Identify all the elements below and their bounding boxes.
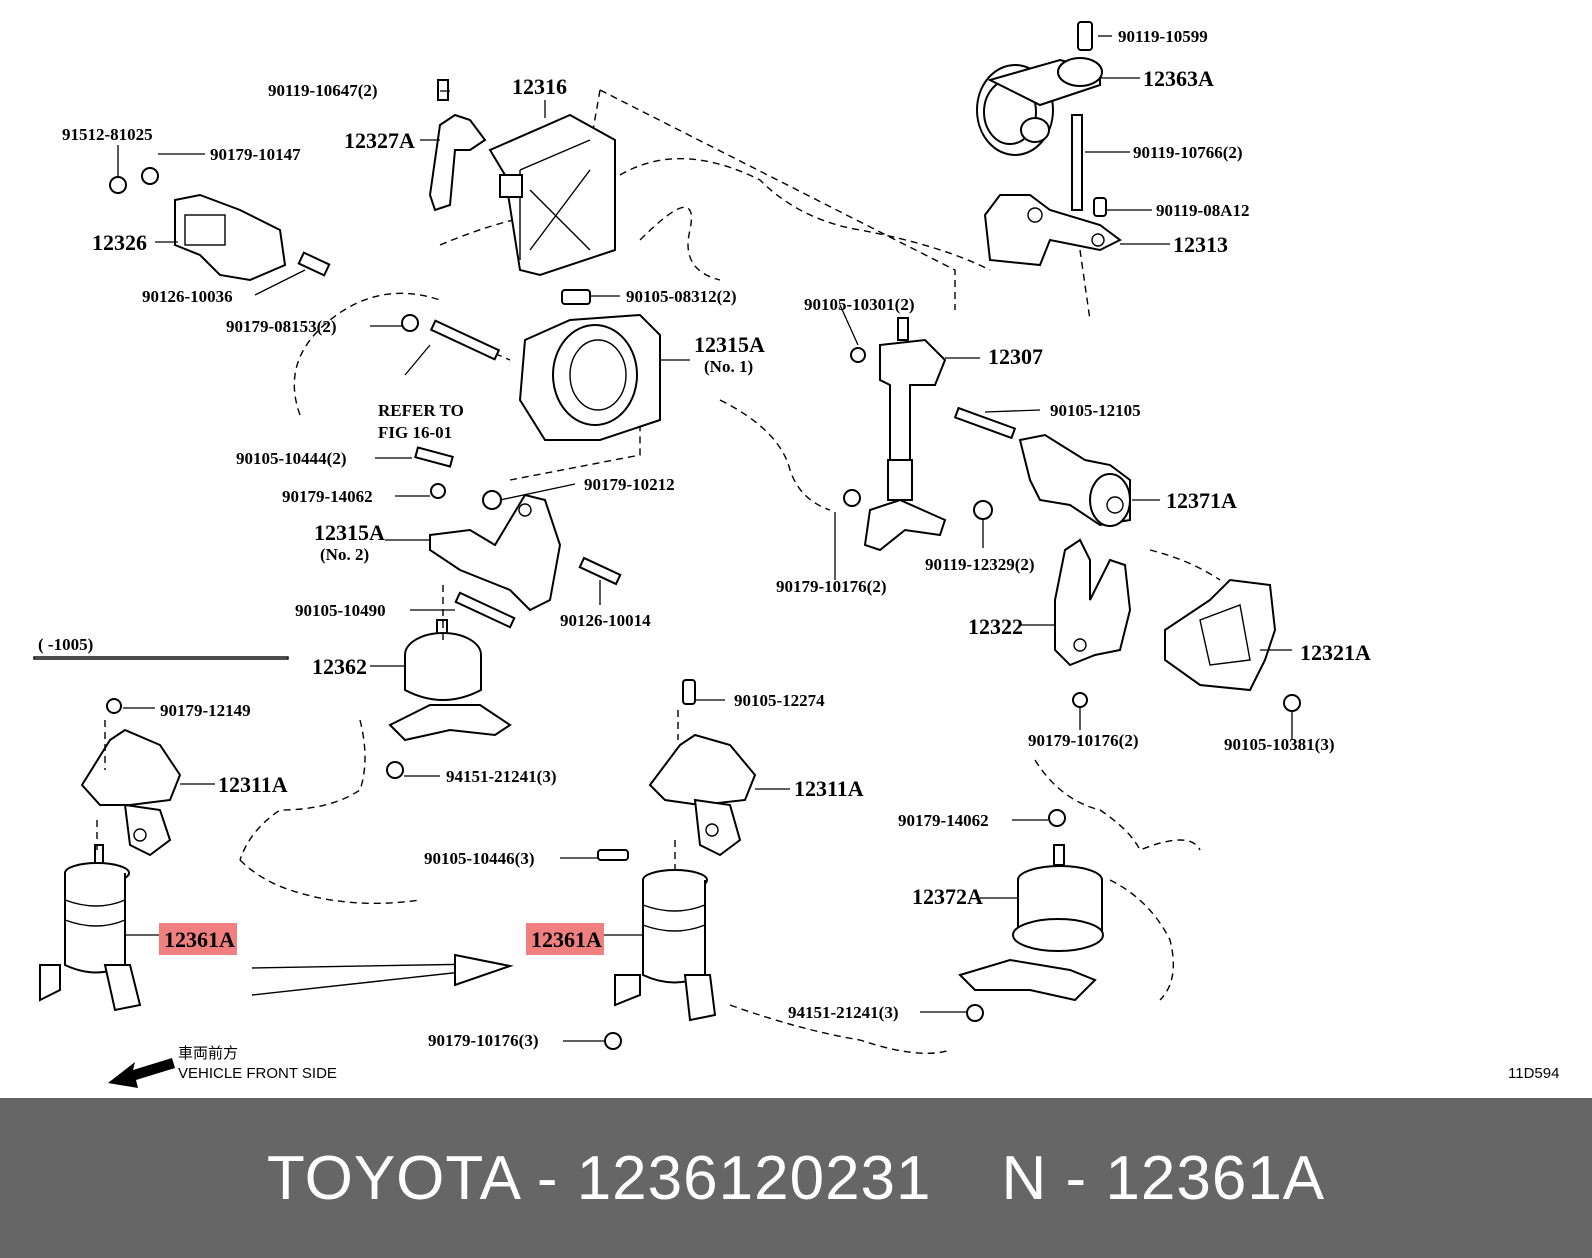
part-12311A-center xyxy=(597,679,757,861)
label-12363A: 12363A xyxy=(1143,66,1214,91)
label-12326: 12326 xyxy=(92,230,147,255)
label-vehicle-front-jp: 車両前方 xyxy=(178,1045,238,1062)
label-fig-16-01: FIG 16-01 xyxy=(378,423,452,442)
label-90119-10599: 90119-10599 xyxy=(1118,27,1208,46)
label-90119-10647: 90119-10647(2) xyxy=(268,81,378,100)
vehicle-front-arrow-icon xyxy=(108,1058,175,1088)
label-12311A-center: 12311A xyxy=(794,776,864,801)
label-12362: 12362 xyxy=(312,654,367,679)
label-12371A: 12371A xyxy=(1166,488,1237,513)
label-vehicle-front-en: VEHICLE FRONT SIDE xyxy=(178,1065,337,1082)
label-figure-code: 11D594 xyxy=(1508,1065,1559,1082)
label-90179-10176-c: 90179-10176(3) xyxy=(428,1031,538,1050)
label-12361A-center: 12361A xyxy=(531,927,602,952)
part-12327A xyxy=(428,79,487,212)
label-12322: 12322 xyxy=(968,614,1023,639)
label-90119-12329: 90119-12329(2) xyxy=(925,555,1035,574)
part-12362 xyxy=(386,619,512,779)
part-12313 xyxy=(983,194,1122,267)
label-90126-10014: 90126-10014 xyxy=(560,611,651,630)
highlight-12361A-center xyxy=(526,923,604,955)
label-no1: (No. 1) xyxy=(704,357,753,376)
part-12361A-left xyxy=(39,862,142,1012)
flow-arrow xyxy=(251,953,514,996)
label-12372A: 12372A xyxy=(912,884,983,909)
highlight-12361A-left xyxy=(159,923,237,955)
part-12322 xyxy=(1054,538,1132,708)
label-12307: 12307 xyxy=(988,344,1043,369)
label-12316: 12316 xyxy=(512,74,567,99)
part-12363A xyxy=(976,21,1107,217)
label-90179-10212: 90179-10212 xyxy=(584,475,675,494)
label-90105-12105: 90105-12105 xyxy=(1050,401,1141,420)
label-90126-10036: 90126-10036 xyxy=(142,287,233,306)
label-94151-21241-b: 94151-21241(3) xyxy=(788,1003,898,1022)
part-labels: 90119-10599 12363A 90119-10766(2) 90119-… xyxy=(38,27,1559,1082)
label-90179-08153: 90179-08153(2) xyxy=(226,317,336,336)
label-90105-10301: 90105-10301(2) xyxy=(804,295,914,314)
label-12315A-no1: 12315A xyxy=(694,332,765,357)
label-12361A-left: 12361A xyxy=(164,927,235,952)
label-90105-12274: 90105-12274 xyxy=(734,691,825,710)
parts-diagram: 90119-10599 12363A 90119-10766(2) 90119-… xyxy=(33,21,1560,1088)
label-no2: (No. 2) xyxy=(320,545,369,564)
label-12321A: 12321A xyxy=(1300,640,1371,665)
part-12361A-center xyxy=(604,869,717,1050)
label-90105-10444: 90105-10444(2) xyxy=(236,449,346,468)
label-90179-10176-a: 90179-10176(2) xyxy=(776,577,886,596)
label-12315A-no2: 12315A xyxy=(314,520,385,545)
part-12372A xyxy=(958,809,1104,1022)
label-90179-10147: 90179-10147 xyxy=(210,145,301,164)
label-90179-10176-b: 90179-10176(2) xyxy=(1028,731,1138,750)
label-90105-08312: 90105-08312(2) xyxy=(626,287,736,306)
label-90179-14062-a: 90179-14062 xyxy=(282,487,373,506)
part-12371A xyxy=(953,406,1131,527)
label-90179-14062-b: 90179-14062 xyxy=(898,811,989,830)
label-refer-to: REFER TO xyxy=(378,401,464,420)
label-12313: 12313 xyxy=(1173,232,1228,257)
label-90119-08A12: 90119-08A12 xyxy=(1156,201,1250,220)
footer-bar: TOYOTA - 1236120231 N - 12361A xyxy=(0,1098,1592,1258)
footer-reference-number: N - 12361A xyxy=(1001,1143,1326,1213)
label-91512-81025: 91512-81025 xyxy=(62,125,153,144)
label-12311A-left: 12311A xyxy=(218,772,288,797)
label-94151-21241-a: 94151-21241(3) xyxy=(446,767,556,786)
label-90179-12149: 90179-12149 xyxy=(160,701,251,720)
label-90105-10446: 90105-10446(3) xyxy=(424,849,534,868)
part-12315A-no1 xyxy=(401,289,661,441)
part-12321A xyxy=(1164,578,1301,712)
part-12326 xyxy=(109,167,331,282)
leader-lines xyxy=(96,35,1293,1042)
footer-brand-part-number: TOYOTA - 1236120231 xyxy=(266,1143,932,1213)
label-90105-10490: 90105-10490 xyxy=(295,601,386,620)
label-range: ( -1005) xyxy=(38,635,93,654)
part-12316 xyxy=(488,113,616,277)
label-12327A: 12327A xyxy=(344,128,415,153)
part-12311A-left xyxy=(33,656,289,866)
label-90105-10381: 90105-10381(3) xyxy=(1224,735,1334,754)
label-90119-10766: 90119-10766(2) xyxy=(1133,143,1243,162)
part-12307 xyxy=(843,317,947,552)
part-12315A-no2 xyxy=(414,446,622,629)
